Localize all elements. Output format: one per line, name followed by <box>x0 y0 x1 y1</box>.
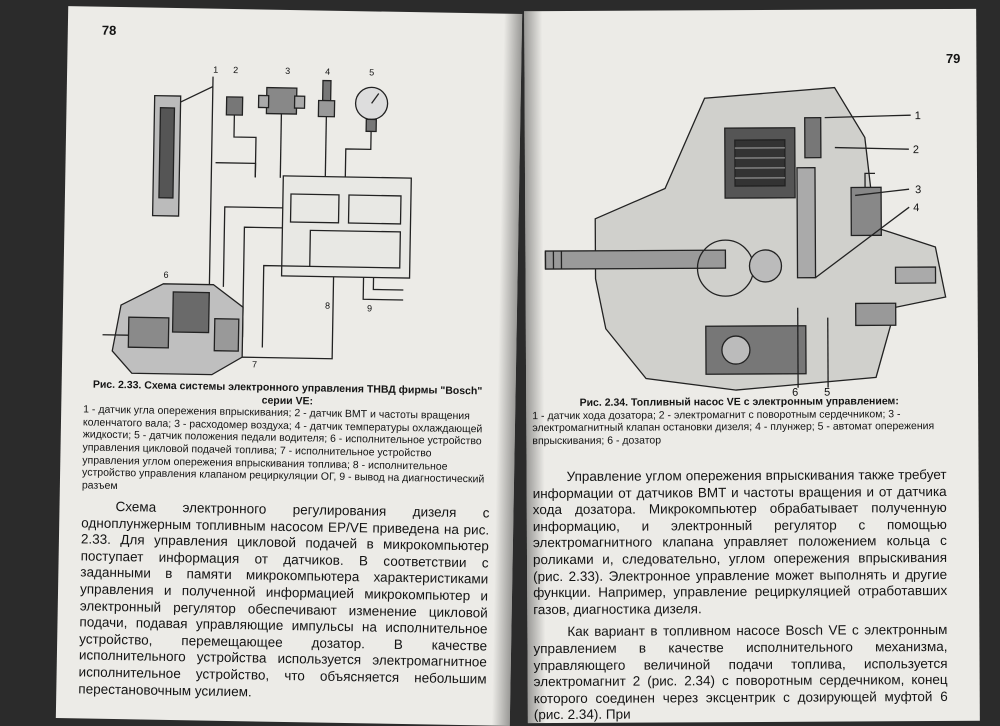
page-number: 79 <box>945 50 961 66</box>
right-page: 79 <box>524 8 980 724</box>
gutter-shadow <box>491 13 523 726</box>
figure-2-34-diagram: 1 2 3 4 6 5 <box>544 86 947 399</box>
figure-label-6: 6 <box>792 387 798 399</box>
figure-2-33-diagram: 1 2 3 4 5 6 7 8 9 <box>102 65 412 376</box>
body-text: Управление углом опережения впрыскивания… <box>533 467 948 723</box>
caption-body: 1 - датчик хода дозатора; 2 - электромаг… <box>532 407 935 447</box>
paragraph: Схема электронного регулирования дизеля … <box>78 498 490 699</box>
page-number: 78 <box>101 22 117 38</box>
gutter-shadow <box>524 11 546 724</box>
figure-label-3: 3 <box>285 66 290 76</box>
figure-2-33-caption: Рис. 2.33. Схема системы электронного уп… <box>82 378 492 498</box>
figure-label-4: 4 <box>325 67 330 77</box>
paragraph: Управление углом опережения впрыскивания… <box>532 466 948 617</box>
figure-label-3: 3 <box>915 184 921 196</box>
figure-label-2: 2 <box>913 144 919 156</box>
figure-label-6: 6 <box>163 270 168 280</box>
figure-label-7: 7 <box>252 359 257 369</box>
figure-label-4: 4 <box>913 202 919 214</box>
figure-2-34-caption: Рис. 2.34. Топливный насос VE с электрон… <box>532 395 946 448</box>
body-text: Схема электронного регулирования дизеля … <box>78 498 489 704</box>
figure-label-1: 1 <box>213 65 218 75</box>
figure-label-1: 1 <box>915 110 921 122</box>
left-page: 78 <box>55 6 523 726</box>
figure-label-5: 5 <box>369 67 374 77</box>
paragraph: Как вариант в топливном насосе Bosch VE … <box>533 622 948 723</box>
figure-label-2: 2 <box>233 65 238 75</box>
figure-label-8: 8 <box>325 301 330 311</box>
figure-label-5: 5 <box>824 387 830 399</box>
figure-label-9: 9 <box>367 303 372 313</box>
caption-body: 1 - датчик угла опережения впрыскивания;… <box>81 403 485 492</box>
